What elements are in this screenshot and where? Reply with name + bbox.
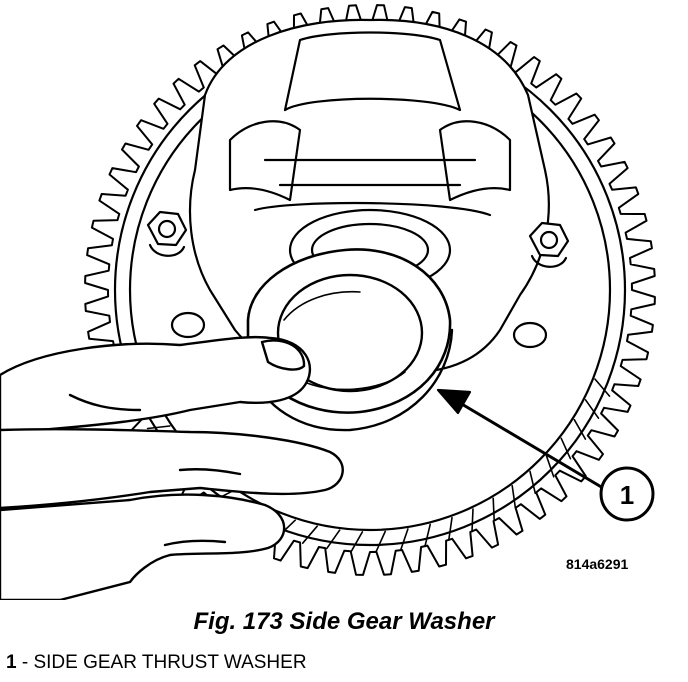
case-window-edge [253, 201, 492, 217]
case-cross-bar [263, 158, 477, 187]
case-upper-cutout [283, 31, 462, 112]
helical-tooth-line [545, 454, 555, 478]
helical-tooth-line [529, 470, 537, 495]
bolt-right [528, 221, 570, 268]
helical-tooth-line [573, 418, 587, 440]
legend-separator: - [21, 652, 34, 673]
figure-code: 814a6291 [566, 556, 629, 572]
legend-item: 1 - SIDE GEAR THRUST WASHER [6, 652, 307, 674]
helical-tooth-line [350, 531, 364, 553]
legend-label: SIDE GEAR THRUST WASHER [33, 652, 307, 673]
helical-tooth-line [492, 497, 496, 522]
case-rib-right [438, 120, 512, 202]
case-rib-left [228, 120, 302, 202]
helical-tooth-line [146, 425, 171, 430]
helical-tooth-line [511, 484, 517, 509]
bolt-hole-right [512, 321, 548, 349]
hand [0, 335, 344, 600]
helical-tooth-line [424, 523, 432, 548]
helical-tooth-line [447, 516, 453, 541]
helical-tooth-line [399, 528, 409, 552]
leader-arrow [436, 388, 605, 490]
bolt-hole-left [170, 311, 206, 339]
helical-tooth-line [560, 437, 572, 460]
thrust-washer-bore [276, 273, 424, 393]
finger-crease [163, 539, 227, 547]
helical-tooth-line [375, 530, 387, 553]
thumb-nail [260, 339, 306, 371]
bolt-left [146, 210, 188, 257]
palm-crease [68, 393, 142, 412]
index-finger [0, 427, 344, 510]
callout-circle [599, 466, 655, 522]
differential-illustration: 1 [0, 4, 656, 600]
helical-tooth-line [325, 529, 341, 550]
helical-tooth-line [584, 399, 600, 420]
helical-tooth-line [301, 525, 319, 545]
figure-caption: Fig. 173 Side Gear Washer [193, 608, 495, 635]
callout-number: 1 [620, 480, 634, 510]
thumb [0, 335, 311, 434]
middle-finger [0, 493, 286, 600]
helical-tooth-line [594, 378, 611, 397]
knuckle-line [178, 468, 242, 476]
helical-tooth-line [471, 508, 474, 533]
legend-number: 1 [6, 652, 17, 673]
